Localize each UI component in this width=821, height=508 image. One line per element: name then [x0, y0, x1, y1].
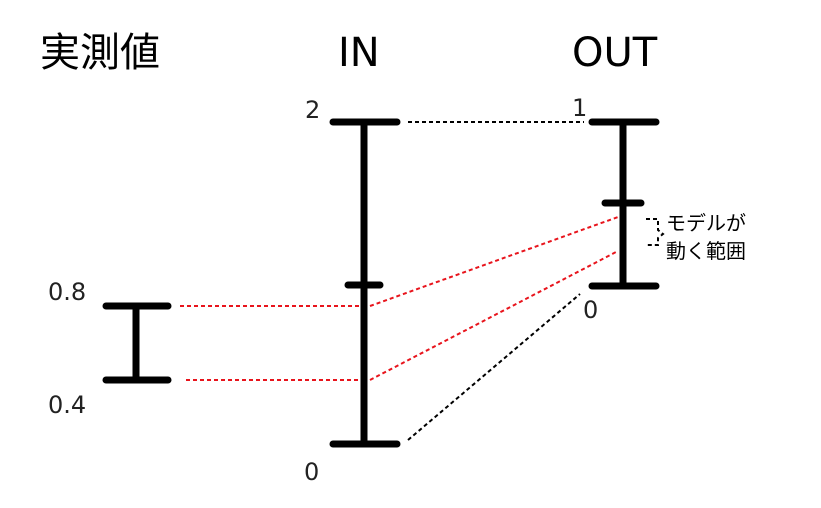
out-bottom-label: 0	[583, 296, 598, 324]
in-top-label: 2	[305, 96, 320, 124]
model-range-note-line2: 動く範囲	[666, 239, 746, 263]
measured-bottom-label: 0.4	[48, 391, 86, 419]
model-range-note-line1: モデルが	[666, 211, 746, 235]
in-header: IN	[338, 30, 380, 76]
in-high-to-out-line	[369, 216, 619, 307]
measured-header: 実測値	[40, 30, 160, 76]
out-top-label: 1	[572, 94, 587, 122]
model-range-bracket	[646, 218, 665, 246]
bottom-range-line	[407, 293, 581, 441]
in-bottom-label: 0	[304, 458, 319, 486]
in-low-to-out-line	[369, 250, 619, 381]
out-axis-bar	[588, 118, 660, 290]
measured-top-label: 0.8	[48, 278, 86, 306]
in-axis-bar	[329, 118, 401, 448]
measured-range-bar	[102, 302, 172, 384]
out-header: OUT	[572, 30, 658, 76]
